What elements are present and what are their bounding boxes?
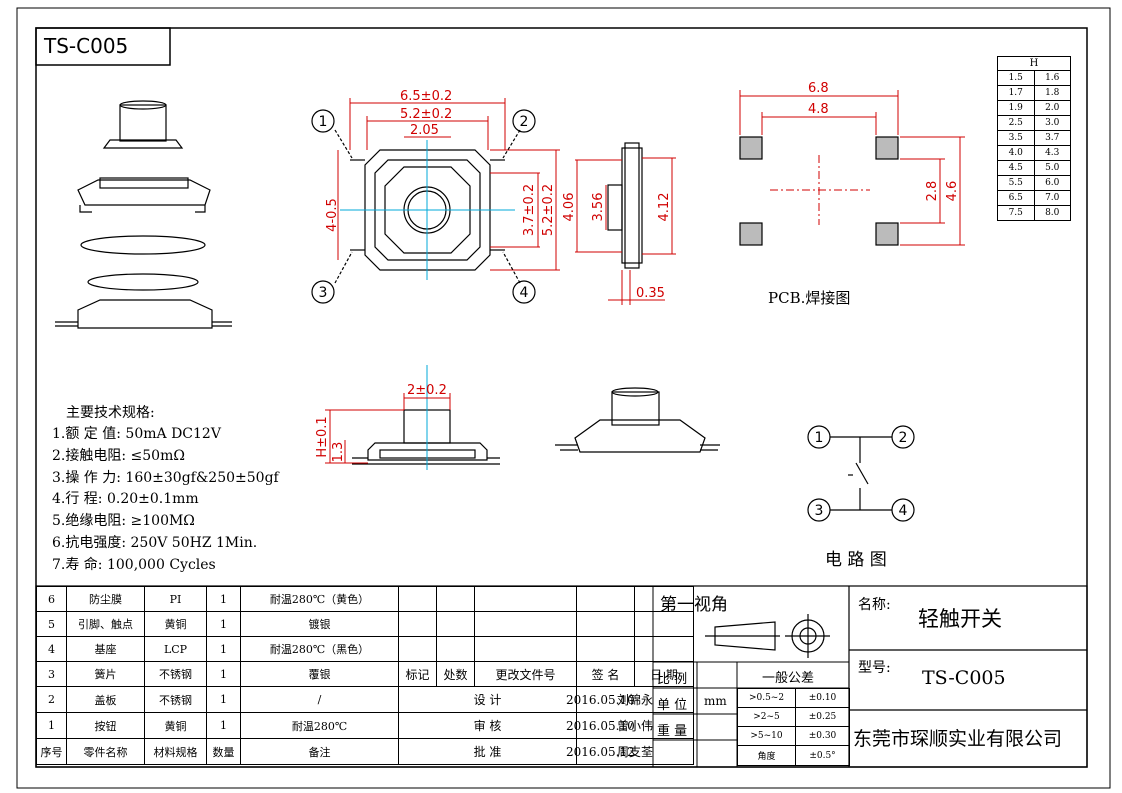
pcb-layout — [739, 90, 965, 246]
h-cell: 3.0 — [1033, 115, 1071, 131]
iso-view — [555, 387, 720, 453]
dim-6-5: 6.5±0.2 — [400, 89, 452, 104]
model-label: 型号: — [858, 660, 891, 676]
model-value: TS-C005 — [922, 667, 1006, 689]
h-cell: 6.5 — [997, 190, 1035, 206]
design-date: 2016.05.10 — [566, 693, 635, 707]
unit-label: 单 位 — [657, 698, 688, 713]
spec-list: 1.额 定 值: 50mA DC12V 2.接触电阻: ≤50mΩ 3.操 作 … — [52, 424, 279, 577]
h-cell: 6.0 — [1033, 175, 1071, 191]
h-cell: 2.5 — [997, 115, 1035, 131]
h-cell: 5.5 — [997, 175, 1035, 191]
pcb-dim-4-6: 4.6 — [945, 181, 960, 202]
bom-header-row: 序号零件名称材料规格数量备注 批 准周支荃 — [36, 738, 694, 765]
h-cell: 1.6 — [1033, 70, 1071, 86]
spec-line: 4.行 程: 0.20±0.1mm — [52, 491, 199, 508]
circuit-pin-3: 3 — [815, 503, 824, 519]
pin-label-3: 3 — [319, 285, 328, 301]
dim-3-7: 3.7±0.2 — [522, 184, 537, 236]
company-name: 东莞市琛顺实业有限公司 — [853, 728, 1063, 750]
h-cell: 5.0 — [1033, 160, 1071, 176]
pcb-label: PCB.焊接图 — [768, 289, 851, 307]
side-view — [575, 142, 676, 305]
spec-line: 6.抗电强度: 250V 50HZ 1Min. — [52, 534, 258, 551]
dim-4-0-5: 4-0.5 — [325, 198, 340, 232]
h-table-header: H — [997, 56, 1071, 71]
h-cell: 4.5 — [997, 160, 1035, 176]
h-cell: 1.8 — [1033, 85, 1071, 101]
pcb-dim-6-8: 6.8 — [808, 81, 829, 96]
top-view — [311, 98, 560, 304]
spec-line: 5.绝缘电阻: ≥100MΩ — [52, 513, 195, 530]
h-cell: 7.0 — [1033, 190, 1071, 206]
pin-label-1: 1 — [319, 114, 328, 130]
scale-label: 比 例 — [657, 672, 688, 687]
name-label: 名称: — [858, 597, 891, 613]
circuit-pin-2: 2 — [899, 430, 908, 446]
title-box-label: TS-C005 — [44, 34, 129, 58]
dim-2-05: 2.05 — [410, 123, 439, 138]
pcb-dim-2-8: 2.8 — [925, 181, 940, 202]
spec-heading: 主要技术规格: — [66, 405, 155, 421]
review-date: 2016.05.10 — [566, 719, 635, 733]
h-cell: 4.3 — [1033, 145, 1071, 161]
dim-h: H±0.1 — [315, 416, 330, 457]
h-cell: 4.0 — [997, 145, 1035, 161]
dim-2: 2±0.2 — [407, 383, 447, 398]
tolerance-title: 一般公差 — [762, 671, 815, 686]
circuit-pin-4: 4 — [899, 503, 908, 519]
spec-line: 7.寿 命: 100,000 Cycles — [52, 556, 216, 573]
title-box-frame — [35, 27, 171, 66]
h-cell: 7.5 — [997, 205, 1035, 221]
pin-label-4: 4 — [520, 285, 529, 301]
spec-line: 3.操 作 力: 160±30gf&250±50gf — [52, 469, 279, 486]
h-cell: 8.0 — [1033, 205, 1071, 221]
tolerance-table: >0.5~2±0.10 >2~5±0.25 >5~10±0.30 角度±0.5° — [737, 688, 850, 766]
pin-label-2: 2 — [520, 114, 529, 130]
circuit-pin-1: 1 — [815, 430, 824, 446]
dim-4-12: 4.12 — [657, 193, 672, 222]
unit-value: mm — [704, 694, 727, 708]
h-cell: 3.5 — [997, 130, 1035, 146]
circuit-label: 电 路 图 — [825, 550, 887, 570]
dim-0-35: 0.35 — [636, 286, 665, 301]
name-value: 轻触开关 — [918, 607, 1002, 631]
h-cell: 2.0 — [1033, 100, 1071, 116]
dim-3-56: 3.56 — [591, 193, 606, 222]
front-view — [325, 365, 500, 470]
dim-5-2-vertical: 5.2±0.2 — [541, 184, 556, 236]
spec-line: 1.额 定 值: 50mA DC12V — [52, 426, 221, 442]
h-cell: 1.9 — [997, 100, 1035, 116]
dim-4-06: 4.06 — [562, 193, 577, 222]
h-cell: 3.7 — [1033, 130, 1071, 146]
outer-border — [16, 7, 1111, 789]
circuit-diagram — [807, 425, 915, 522]
h-cell: 1.5 — [997, 70, 1035, 86]
exploded-view — [55, 100, 232, 329]
spec-line: 2.接触电阻: ≤50mΩ — [52, 447, 185, 464]
approve-date: 2016.05.12 — [566, 745, 635, 759]
projection-label: 第一视角 — [660, 595, 728, 615]
pcb-dim-4-8: 4.8 — [808, 102, 829, 117]
h-cell: 1.7 — [997, 85, 1035, 101]
dim-5-2: 5.2±0.2 — [400, 107, 452, 122]
projection-symbol — [705, 614, 830, 658]
dim-1-3: 1.3 — [331, 442, 346, 463]
weight-label: 重 量 — [657, 724, 688, 739]
